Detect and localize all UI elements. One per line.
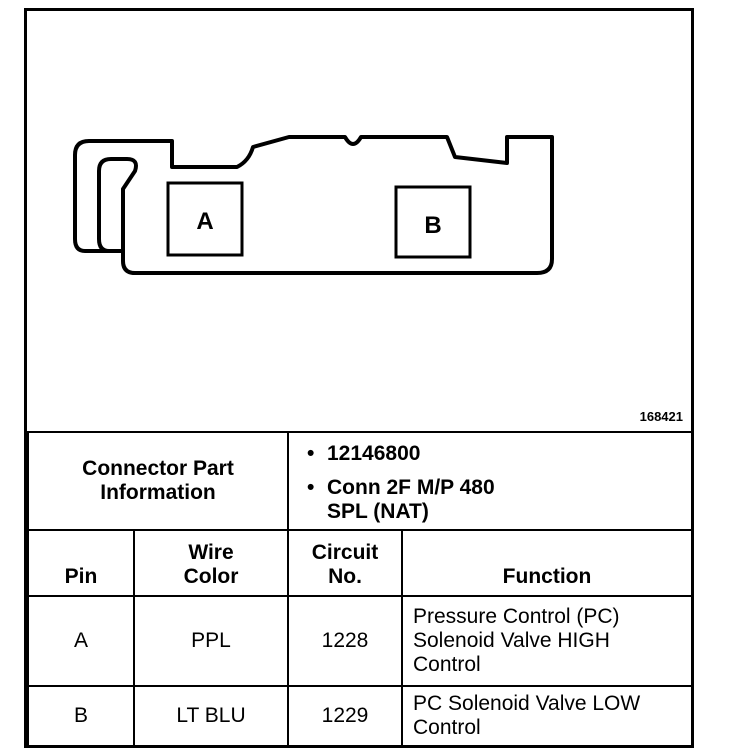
connector-diagram-frame: A B 168421 Connector Part Information 12… (24, 8, 694, 748)
connector-description-line1: Conn 2F M/P 480 (327, 476, 495, 499)
circuit-cell: 1228 (287, 595, 403, 687)
pin-header: Pin (27, 529, 135, 597)
cavity-b-label: B (424, 212, 441, 239)
connector-info-label-line1: Connector Part (82, 457, 234, 480)
connector-info-label: Connector Part Information (27, 431, 289, 531)
connector-info-label-line2: Information (100, 481, 216, 504)
connector-latch (97, 157, 138, 253)
wire-color-cell: PPL (133, 595, 289, 687)
connector-description: Conn 2F M/P 480 SPL (NAT) (307, 476, 691, 524)
table-row: B LT BLU 1229 PC Solenoid Valve LOW Cont… (27, 685, 693, 747)
circuit-no-header: Circuit No. (287, 529, 403, 597)
function-cell: PC Solenoid Valve LOW Control (401, 685, 693, 747)
cavity-a-label: A (196, 208, 213, 235)
connector-part-number: 12146800 (307, 442, 691, 466)
table-header-row: Pin Wire Color Circuit No. Function (27, 529, 693, 597)
connector-info-row: Connector Part Information 12146800 Conn… (27, 431, 693, 531)
figure-id: 168421 (639, 409, 683, 424)
pin-cell: A (27, 595, 135, 687)
pin-cell: B (27, 685, 135, 747)
function-cell: Pressure Control (PC) Solenoid Valve HIG… (401, 595, 693, 687)
connector-description-line2: SPL (NAT) (327, 500, 429, 523)
function-line: PC Solenoid Valve LOW (413, 692, 641, 715)
cavity-b-box (394, 185, 472, 259)
function-header: Function (401, 529, 693, 597)
connector-info-list: 12146800 Conn 2F M/P 480 SPL (NAT) (289, 434, 691, 528)
connector-diagram: A B 168421 (27, 11, 691, 431)
circuit-no-header-line2: No. (328, 565, 362, 588)
cavity-a-box (166, 181, 244, 257)
table-row: A PPL 1228 Pressure Control (PC) Solenoi… (27, 595, 693, 687)
function-line: Control (413, 653, 481, 676)
connector-pin-table: Connector Part Information 12146800 Conn… (27, 431, 693, 747)
circuit-no-header-line1: Circuit (311, 541, 379, 564)
function-line: Pressure Control (PC) (413, 605, 620, 628)
connector-info-values: 12146800 Conn 2F M/P 480 SPL (NAT) (287, 431, 693, 531)
wire-color-header: Wire Color (133, 529, 289, 597)
function-line: Solenoid Valve HIGH (413, 629, 610, 652)
wire-color-cell: LT BLU (133, 685, 289, 747)
circuit-cell: 1229 (287, 685, 403, 747)
wire-color-header-line1: Wire (188, 541, 234, 564)
function-line: Control (413, 716, 481, 739)
connector-outline-svg: A B (73, 135, 554, 275)
connector-housing (73, 135, 554, 275)
wire-color-header-line2: Color (183, 565, 239, 588)
